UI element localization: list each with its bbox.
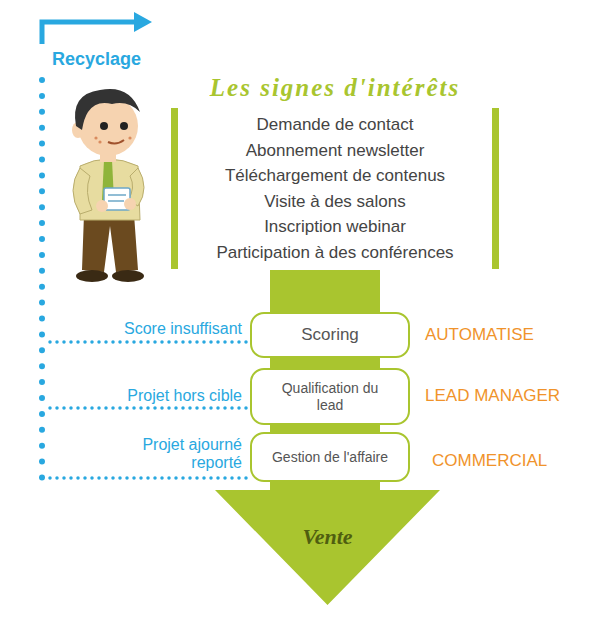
leader-line	[50, 340, 250, 344]
box-text: Gestion de l'affaire	[272, 449, 388, 466]
box-text: Qualification du lead	[274, 380, 386, 414]
interest-panel: Les signes d'intérêtsDemande de contactA…	[171, 108, 499, 269]
reject-label: Score insuffisant	[70, 320, 242, 338]
interest-item: Inscription webinar	[184, 214, 486, 240]
role-label: COMMERCIAL	[432, 452, 595, 471]
process-box: Gestion de l'affaire	[250, 432, 410, 482]
interest-item: Visite à des salons	[184, 189, 486, 215]
process-box: Qualification du lead	[250, 368, 410, 425]
funnel-polygon	[215, 270, 440, 605]
box-text: Scoring	[301, 325, 359, 345]
funnel-shape: Vente ScoringQualification du leadGestion…	[215, 270, 440, 605]
process-box: Scoring	[250, 312, 410, 358]
role-label: LEAD MANAGER	[425, 387, 595, 406]
leader-line	[50, 476, 250, 480]
interest-item: Participation à des conférences	[184, 240, 486, 266]
interest-item: Téléchargement de contenus	[184, 163, 486, 189]
reject-label: Projet ajourné reporté	[100, 436, 242, 471]
role-label: AUTOMATISE	[425, 326, 595, 345]
reject-label: Projet hors cible	[70, 387, 242, 405]
panel-title: Les signes d'intérêts	[158, 74, 512, 102]
leader-line	[50, 406, 250, 410]
recycle-arrow	[42, 22, 136, 44]
recycle-dotted-line	[39, 80, 45, 478]
interest-item: Demande de contact	[184, 112, 486, 138]
funnel-label: Vente	[215, 524, 440, 550]
arrow-head	[134, 12, 152, 32]
recycle-label: Recyclage	[52, 50, 172, 70]
interest-item: Abonnement newsletter	[184, 138, 486, 164]
man-illustration	[72, 89, 144, 282]
